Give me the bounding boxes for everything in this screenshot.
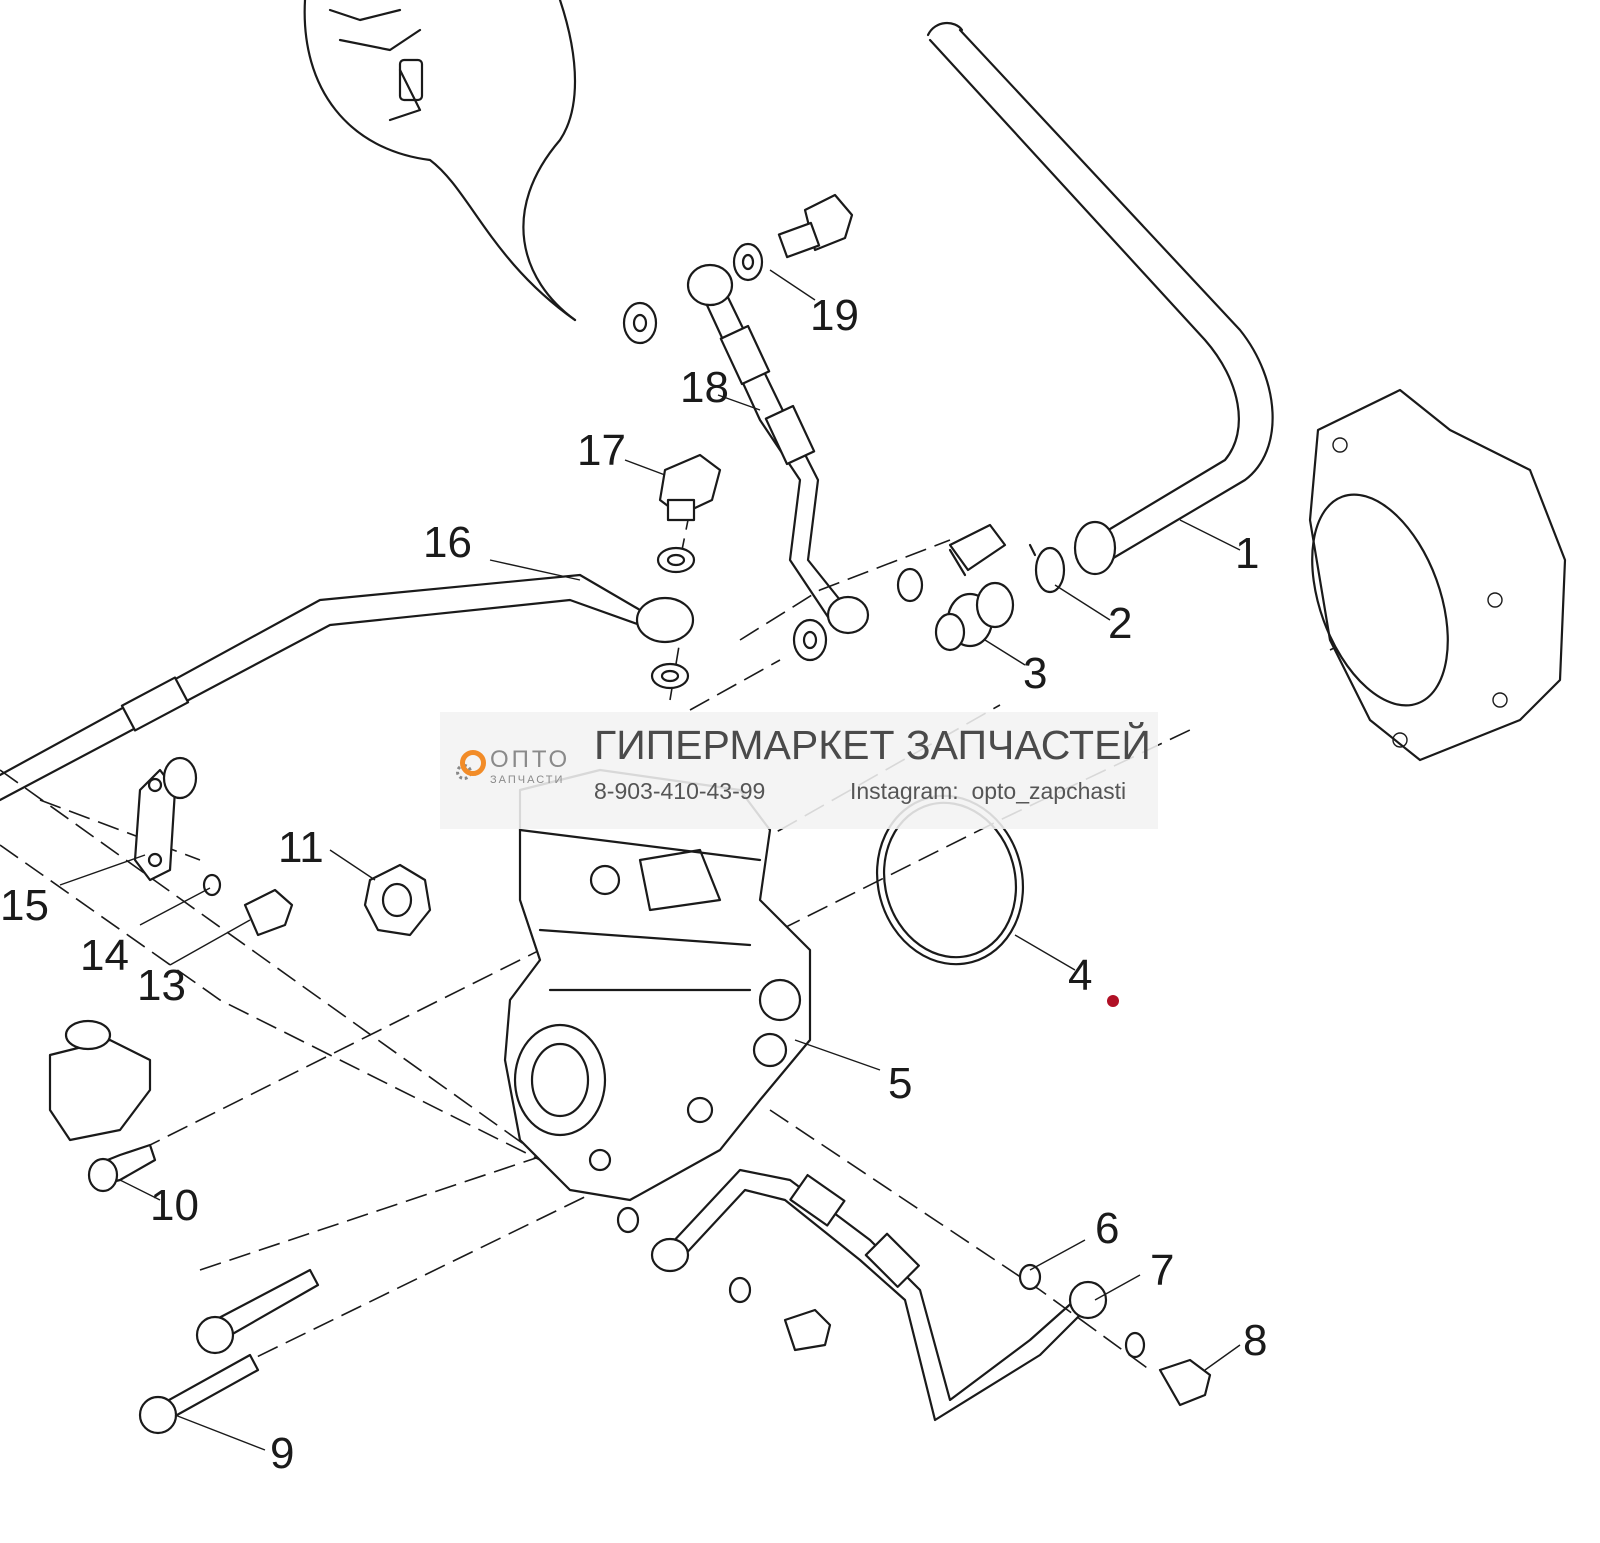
callout-10: 10: [150, 1181, 199, 1230]
washer-part-6: [616, 1206, 1146, 1359]
bolt-part-10: [87, 1143, 157, 1193]
bolt-part-19: [777, 193, 854, 259]
instagram-label: Instagram:: [850, 778, 959, 804]
callout-17: 17: [577, 426, 626, 475]
callout-4: 4: [1068, 951, 1092, 1000]
shop-instagram: Instagram: opto_zapchasti: [850, 778, 1126, 805]
callout-18: 18: [680, 363, 729, 412]
shop-title: ГИПЕРМАРКЕТ ЗАПЧАСТЕЙ: [594, 722, 1151, 768]
callout-2: 2: [1108, 599, 1132, 648]
callout-16: 16: [423, 518, 472, 567]
bolt-part-17: [650, 453, 722, 690]
bracket-part-15: [133, 756, 198, 882]
callout-15: 15: [0, 881, 49, 930]
shop-logo: ОПТО ЗАПЧАСТИ: [456, 742, 576, 792]
callout-1: 1: [1235, 529, 1259, 578]
logo-text-bottom: ЗАПЧАСТИ: [490, 774, 565, 786]
shop-watermark-banner: ОПТО ЗАПЧАСТИ ГИПЕРМАРКЕТ ЗАПЧАСТЕЙ 8-90…: [440, 712, 1158, 829]
bolt-part-8: [783, 1308, 1212, 1407]
callout-9: 9: [270, 1429, 294, 1478]
callout-6: 6: [1095, 1204, 1119, 1253]
nut-part-11: [363, 863, 432, 937]
washer-part-14: [202, 873, 222, 897]
pipe-part-16: [0, 573, 695, 802]
hose-part-18: [686, 263, 870, 635]
callout-labels: 1 2 3 4 5 6 7 8 9 10 11 13 14 15 16 17 1…: [0, 291, 1267, 1478]
logo-text-top: ОПТО: [490, 746, 571, 773]
callout-11: 11: [278, 823, 324, 872]
callout-14: 14: [80, 931, 129, 980]
callout-8: 8: [1243, 1316, 1267, 1365]
leader-lines: [59, 269, 1241, 1451]
fitting-part-3: [934, 581, 1015, 652]
callout-3: 3: [1023, 649, 1047, 698]
instagram-handle: opto_zapchasti: [971, 778, 1127, 804]
shop-phone: 8-903-410-43-99: [594, 778, 766, 804]
ring-icon: [460, 750, 486, 776]
hose-part-7: [650, 1168, 1108, 1422]
pipe-part-1: [926, 22, 1274, 576]
detail-bubble: [303, 0, 577, 322]
callout-19: 19: [810, 291, 859, 340]
mounting-flange: [1308, 388, 1567, 762]
callout-13: 13: [137, 961, 186, 1010]
bolt-part-13: [243, 888, 294, 937]
washers-hose-upper: [622, 242, 924, 662]
callout-7: 7: [1150, 1246, 1174, 1295]
banjo-bolt-upper: [948, 523, 1007, 577]
compressor-part-5: [503, 768, 812, 1202]
callout-5: 5: [888, 1059, 912, 1108]
elbow-fitting: [48, 1019, 152, 1142]
clamp-part-2: [1028, 543, 1066, 594]
bolts-part-9: [138, 1268, 320, 1435]
red-marker-dot: [1107, 995, 1119, 1007]
